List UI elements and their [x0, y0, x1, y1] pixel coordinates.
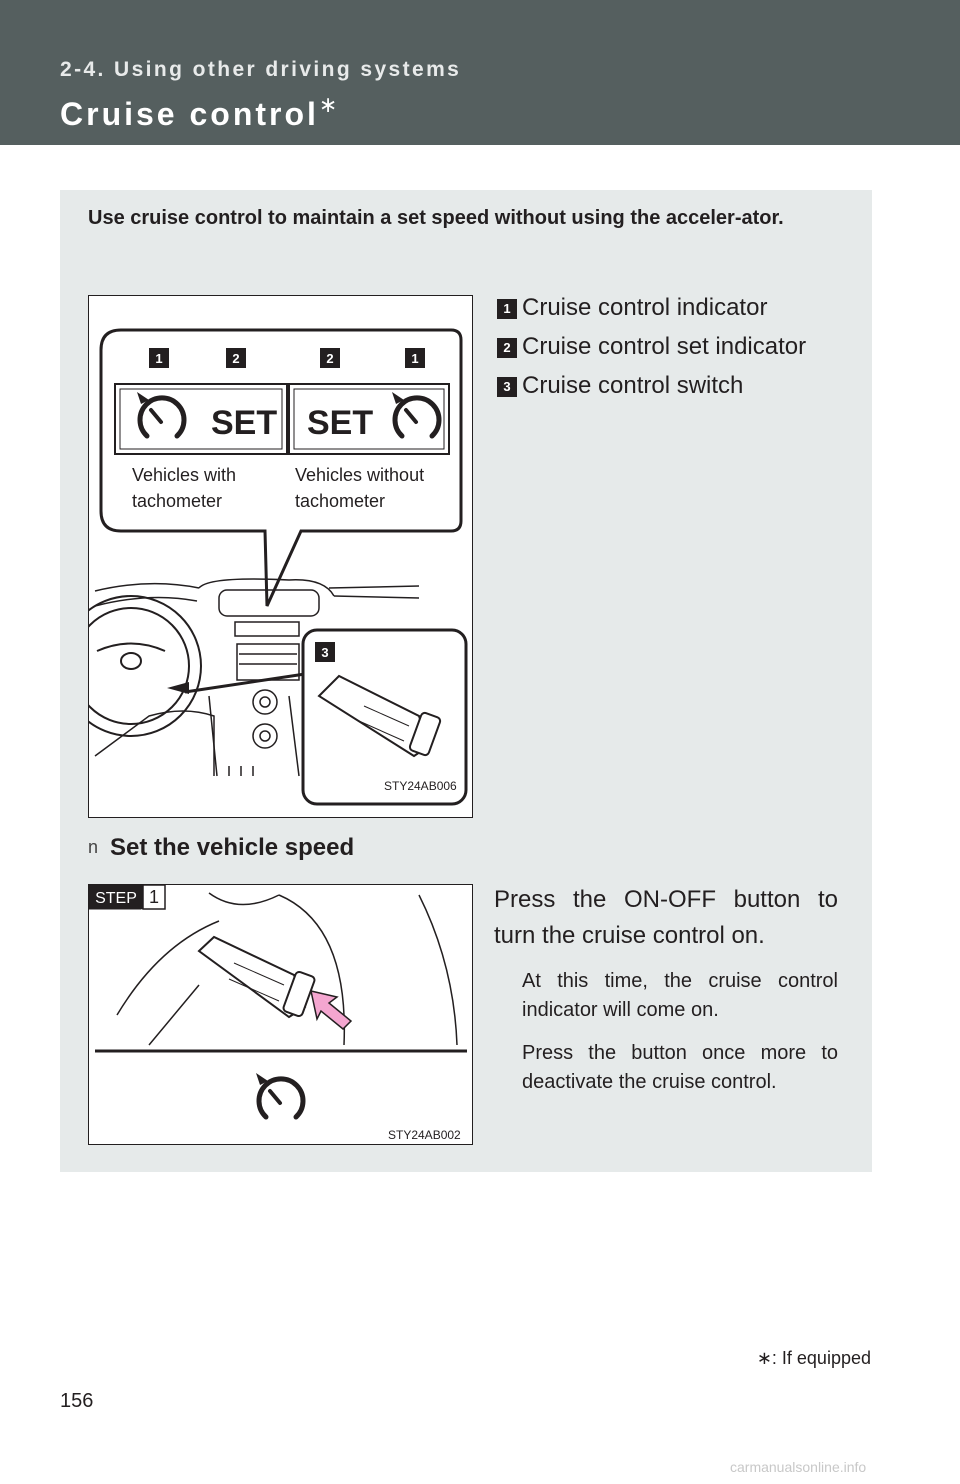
intro-text: Use cruise control to maintain a set spe… — [88, 207, 784, 229]
caption-right-line1: Vehicles without — [295, 465, 424, 485]
subheading: n Set the vehicle speed — [88, 834, 354, 862]
subheading-text: Set the vehicle speed — [110, 834, 355, 861]
legend-number: 3 — [497, 376, 517, 397]
figure2-code: STY24AB002 — [388, 1128, 461, 1142]
cruise-indicator-icon-right — [392, 392, 442, 439]
cruise-control-figure: 1 2 2 1 SET SET Vehicles with tachome — [88, 295, 473, 818]
callout-2-right — [320, 348, 340, 368]
step1-instruction: Press the ON-OFF button to turn the crui… — [494, 886, 838, 949]
callout-3-text: 3 — [321, 645, 328, 660]
step-label-bg — [89, 885, 143, 909]
page-title: Cruise control∗ — [60, 92, 340, 133]
set-indicator-left: SET — [211, 404, 277, 442]
lever-stub — [167, 682, 189, 694]
step-label: STEP — [95, 890, 137, 907]
bullet-marker: n — [88, 837, 99, 857]
cruise-lever-drawing — [197, 935, 316, 1019]
page-title-text: Cruise control — [60, 96, 319, 132]
page-number: 156 — [60, 1390, 94, 1412]
step1-note-deactivate: Press the button once more to deactivate… — [522, 1042, 838, 1093]
callout-2-left-text: 2 — [232, 351, 239, 366]
callout-1-left — [149, 348, 169, 368]
cruise-indicator-icon-left — [137, 392, 187, 439]
footnote-text: : If equipped — [771, 1348, 871, 1368]
cruise-control-illustration: 1 2 2 1 SET SET Vehicles with tachome — [89, 328, 468, 806]
caption-left-line1: Vehicles with — [132, 465, 236, 485]
step-number-box — [142, 885, 166, 910]
indicator-panel-right — [288, 383, 450, 455]
indicator-panel-right-inner — [293, 388, 445, 450]
page-header: 2-4. Using other driving systems Cruise … — [0, 0, 960, 145]
steering-column-drawing — [116, 892, 458, 1046]
if-equipped-mark: ∗ — [318, 92, 341, 117]
leader-line — [184, 672, 306, 694]
callout-1-left-text: 1 — [155, 351, 162, 366]
figure1-code: STY24AB006 — [384, 779, 457, 793]
legend-label: Cruise control set indicator — [522, 332, 807, 360]
press-arrow-icon — [310, 990, 353, 1031]
footnote-mark: ∗ — [756, 1348, 772, 1368]
cruise-lever-drawing — [317, 674, 442, 758]
watermark: carmanualsonline.info — [730, 1459, 867, 1475]
legend-label: Cruise control indicator — [522, 293, 768, 321]
indicator-panel-left-inner — [119, 388, 283, 450]
cruise-indicator-icon — [256, 1073, 306, 1120]
legend-number: 1 — [497, 298, 517, 319]
legend-number: 2 — [497, 337, 517, 358]
callout-2-left — [226, 348, 246, 368]
callout-1-right — [405, 348, 425, 368]
set-indicator-right: SET — [307, 404, 373, 442]
caption-left-line2: tachometer — [132, 491, 222, 511]
callout-numbers: 1 2 2 1 — [149, 348, 425, 368]
callout-1-right-text: 1 — [411, 351, 418, 366]
indicator-panel-left — [114, 383, 288, 455]
footnote: ∗: If equipped — [757, 1348, 871, 1369]
caption-right-line2: tachometer — [295, 491, 385, 511]
step1-note-indicator: At this time, the cruise control indicat… — [522, 970, 838, 1021]
callout-2-right-text: 2 — [326, 351, 333, 366]
steering-wheel — [89, 595, 202, 737]
callout-3 — [315, 642, 335, 662]
section-title: 2-4. Using other driving systems — [60, 58, 462, 81]
step1-figure: STEP 1 STY24AB002 — [88, 884, 473, 1145]
step-number: 1 — [149, 887, 159, 907]
legend-label: Cruise control switch — [522, 371, 744, 399]
step1-illustration: STEP 1 STY24AB002 — [89, 885, 467, 1142]
